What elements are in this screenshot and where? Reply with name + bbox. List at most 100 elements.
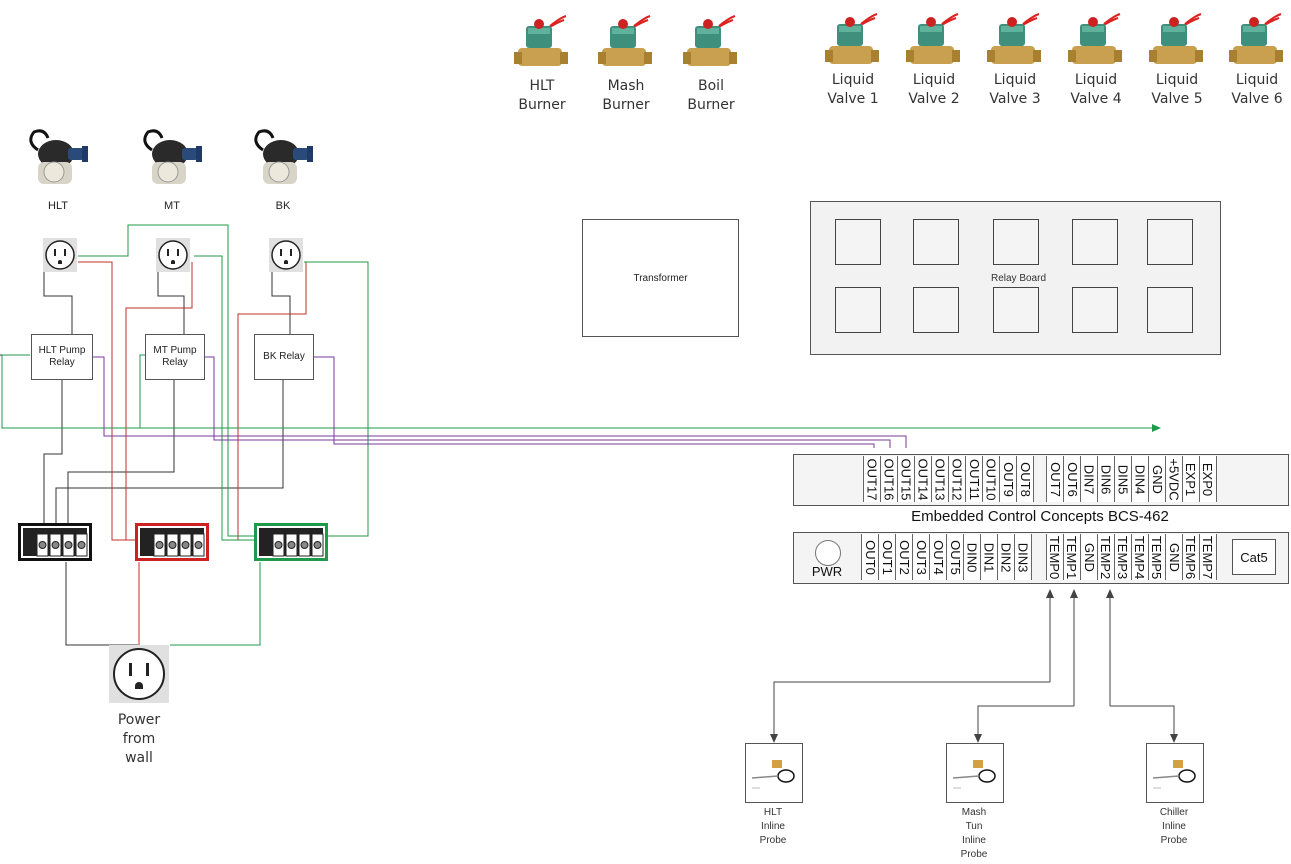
bcs-pin-label: OUT17	[863, 456, 881, 502]
bcs-pin-text: DIN3	[1015, 542, 1031, 572]
bcs-pin-text: OUT14	[915, 458, 931, 500]
bcs-pin-text: TEMP5	[1149, 535, 1165, 579]
relay-board: Relay Board	[810, 201, 1221, 355]
relay-slot	[993, 287, 1039, 333]
bcs-pin-text: OUT13	[932, 458, 948, 500]
hot-wires	[78, 261, 307, 645]
pwr-label: PWR	[811, 564, 843, 579]
liquid-valve-label: Liquid Valve 1	[827, 72, 879, 107]
hot-terminal-block	[135, 523, 209, 561]
relay-slot	[993, 219, 1039, 265]
bcs-pin-label: DIN4	[1131, 456, 1149, 502]
bcs-pin-text: OUT2	[896, 539, 912, 575]
pump-label: MT	[164, 200, 180, 212]
bcs-pin-text: DIN0	[964, 542, 980, 572]
relay-slot	[913, 287, 959, 333]
liquid-valve-label: Liquid Valve 3	[989, 72, 1041, 107]
bcs-pin-text: TEMP4	[1132, 535, 1148, 579]
bcs-pin-label: OUT7	[1046, 456, 1064, 502]
bcs-pin-label: OUT11	[965, 456, 983, 502]
bcs-pin-label: TEMP0	[1046, 534, 1064, 580]
solenoid-valve-icon	[683, 14, 737, 77]
solenoid-valve-icon	[1149, 12, 1203, 75]
bcs-pin-label: DIN3	[1014, 534, 1032, 580]
pump-icon	[24, 128, 92, 195]
bcs-pin-label: OUT10	[982, 456, 1000, 502]
bcs-pin-label: TEMP6	[1182, 534, 1200, 580]
bcs-pin-text: OUT9	[1000, 461, 1016, 497]
ground-wires	[1, 224, 1161, 646]
bcs-pin-label: TEMP2	[1097, 534, 1115, 580]
temperature-probe-icon	[946, 743, 1004, 803]
bcs-pin-label: OUT16	[880, 456, 898, 502]
relay-slot	[835, 219, 881, 265]
bcs-pin-label: EXP0	[1199, 456, 1217, 502]
bcs-pin-text: TEMP6	[1183, 535, 1199, 579]
signal-wires	[92, 356, 907, 448]
bcs-pin-label: OUT14	[914, 456, 932, 502]
bcs-pin-label: DIN2	[997, 534, 1015, 580]
relay-slot	[1072, 287, 1118, 333]
bcs-pin-label: OUT9	[999, 456, 1017, 502]
bcs-pin-text: OUT1	[879, 539, 895, 575]
bcs-pin-label: TEMP3	[1114, 534, 1132, 580]
bcs-pin-text: DIN5	[1115, 464, 1131, 494]
mt-pump-relay: MT Pump Relay	[145, 334, 205, 380]
bcs-pin-label: DIN1	[980, 534, 998, 580]
pump-icon	[249, 128, 317, 195]
bcs-pin-label: TEMP1	[1063, 534, 1081, 580]
transformer: Transformer	[582, 219, 739, 337]
bcs-pin-label: TEMP5	[1148, 534, 1166, 580]
ground-terminal-block	[254, 523, 328, 561]
wall-outlet	[109, 645, 169, 703]
bcs-pin-text: OUT6	[1064, 461, 1080, 497]
probe-leads	[770, 589, 1178, 743]
outlet-icon	[43, 238, 77, 272]
temperature-probe-icon	[745, 743, 803, 803]
bcs-pin-text: TEMP2	[1098, 535, 1114, 579]
bcs-pin-text: DIN2	[998, 542, 1014, 572]
bcs-pin-text: OUT15	[898, 458, 914, 500]
bcs-pin-text: DIN4	[1132, 464, 1148, 494]
temperature-probe-icon	[1146, 743, 1204, 803]
bcs-pin-label: OUT1	[878, 534, 896, 580]
pump-label: BK	[275, 200, 291, 212]
relay-slot	[1147, 287, 1193, 333]
bcs-title: Embedded Control Concepts BCS-462	[911, 508, 1169, 525]
bcs-pin-text: DIN1	[981, 542, 997, 572]
bcs-pin-label: OUT15	[897, 456, 915, 502]
bcs-pin-text: GND	[1081, 542, 1097, 572]
bcs-pin-label: OUT3	[912, 534, 930, 580]
probe-label: HLT Inline Probe	[759, 807, 787, 846]
bcs-pin-label: EXP1	[1182, 456, 1200, 502]
burner-valve-label: Mash Burner	[602, 78, 650, 113]
bcs-pin-label: TEMP7	[1199, 534, 1217, 580]
hlt-pump-relay: HLT Pump Relay	[31, 334, 93, 380]
bcs-pin-label: OUT4	[929, 534, 947, 580]
solenoid-valve-icon	[906, 12, 960, 75]
liquid-valve-label: Liquid Valve 2	[908, 72, 960, 107]
cat5-port: Cat5	[1232, 539, 1276, 575]
bcs-pin-text: GND	[1166, 542, 1182, 572]
bcs-pin-label: DIN7	[1080, 456, 1098, 502]
pump-label: HLT	[48, 200, 68, 212]
neutral-terminal-block	[18, 523, 92, 561]
bcs-pin-label: OUT8	[1016, 456, 1034, 502]
bcs-pin-text: +5VDC	[1166, 457, 1182, 501]
relay-slot	[1147, 219, 1193, 265]
bcs-pin-text: OUT10	[983, 458, 999, 500]
bcs-pin-text: OUT8	[1017, 461, 1033, 497]
bcs-pin-text: OUT0	[862, 539, 878, 575]
liquid-valve-label: Liquid Valve 4	[1070, 72, 1122, 107]
bcs-pin-text: DIN6	[1098, 464, 1114, 494]
bcs-pin-label: OUT5	[946, 534, 964, 580]
bcs-pin-text: GND	[1149, 464, 1165, 494]
bcs-pin-label: OUT12	[948, 456, 966, 502]
bcs-pin-label: GND	[1080, 534, 1098, 580]
neutral-wires	[0, 262, 291, 646]
bcs-pin-label: TEMP4	[1131, 534, 1149, 580]
bcs-pin-label: OUT6	[1063, 456, 1081, 502]
pwr-led	[815, 540, 841, 566]
